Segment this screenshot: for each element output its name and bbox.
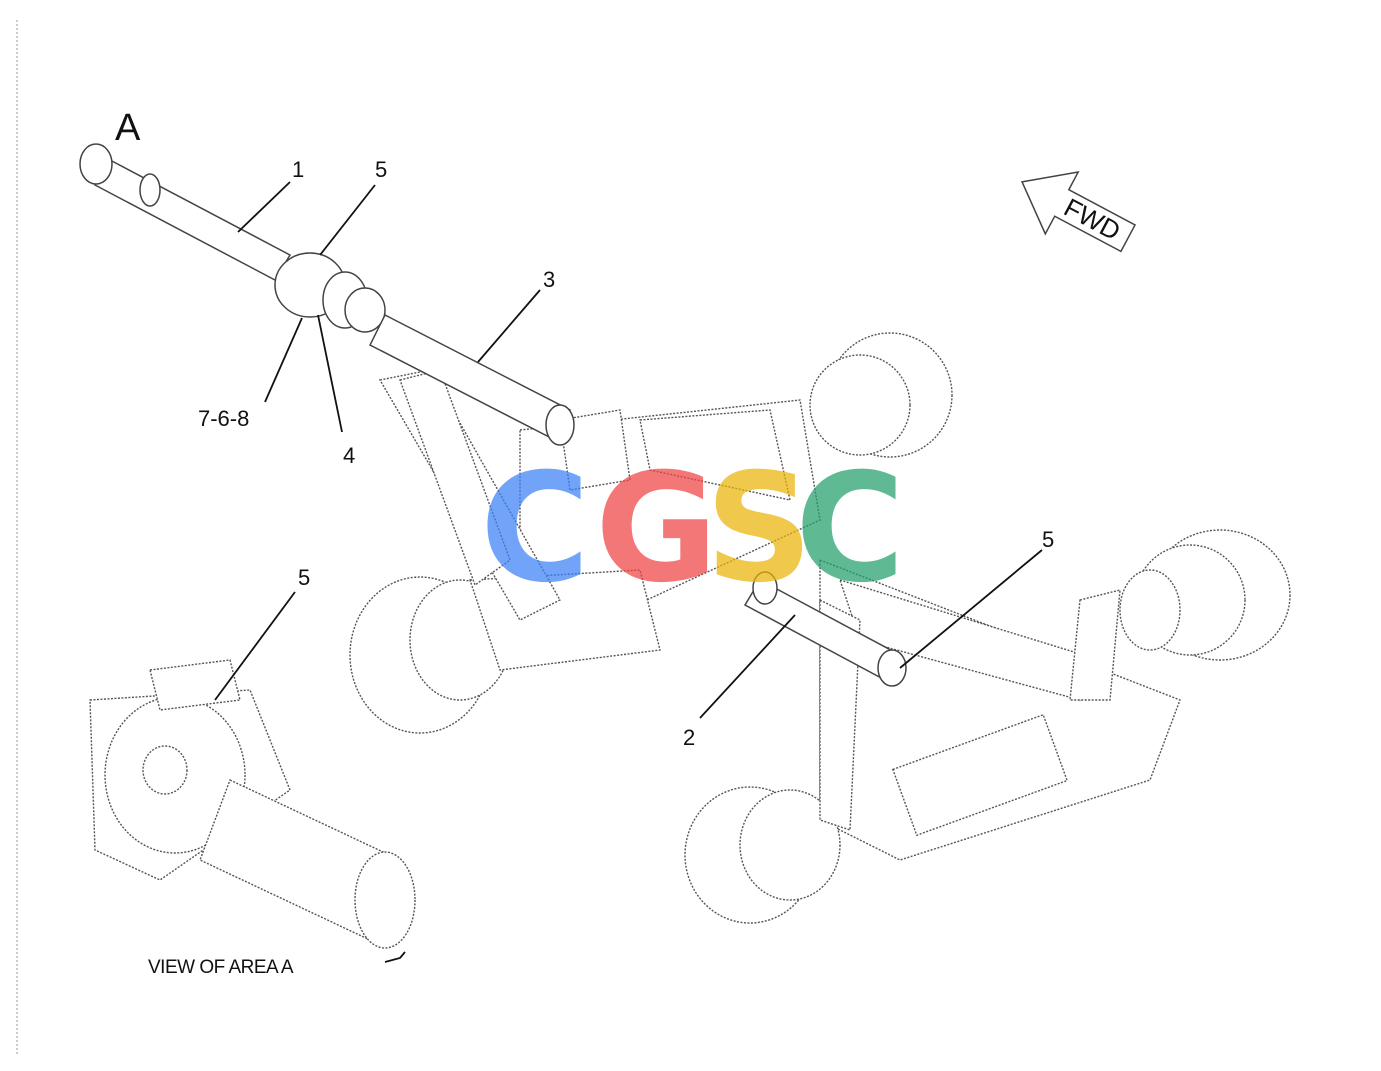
forward-arrow: FWD — [1020, 171, 1137, 253]
fwd-label: FWD — [1059, 192, 1125, 246]
drive-shaft-1 — [79, 143, 292, 281]
front-axle-assembly — [349, 332, 953, 734]
watermark-letter-c1: C — [480, 442, 590, 616]
drive-shaft-3 — [368, 313, 575, 446]
callout-4: 4 — [343, 443, 355, 468]
callout-2: 2 — [683, 725, 695, 750]
watermark-letter-g: G — [595, 442, 718, 616]
callout-1: 1 — [292, 157, 304, 182]
callout-5-right: 5 — [1042, 527, 1054, 552]
center-bearing — [274, 252, 386, 333]
callout-5-top: 5 — [375, 157, 387, 182]
callout-3: 3 — [543, 267, 555, 292]
watermark-letter-s: S — [705, 442, 813, 616]
watermark: C G S C — [480, 442, 905, 616]
drive-shaft-2 — [743, 571, 907, 687]
callout-7-6-8: 7-6-8 — [198, 406, 249, 431]
callout-5-detail: 5 — [298, 565, 310, 590]
leader-lines — [214, 181, 1043, 719]
area-a-label: A — [115, 107, 141, 149]
rear-axle-assembly — [684, 529, 1291, 924]
detail-caption: VIEW OF AREA A — [148, 957, 294, 978]
watermark-letter-c2: C — [795, 442, 905, 616]
torque-arm-front — [378, 369, 561, 621]
